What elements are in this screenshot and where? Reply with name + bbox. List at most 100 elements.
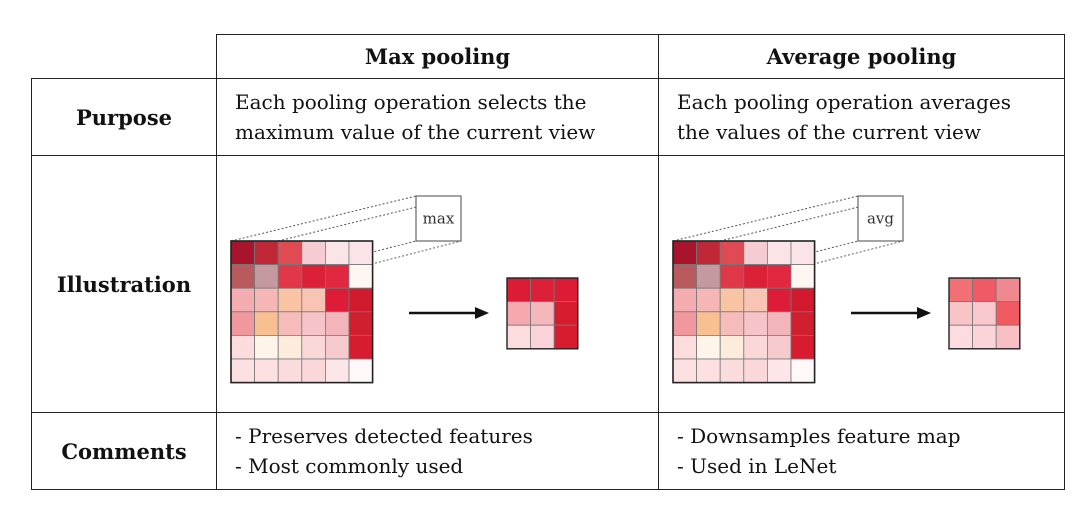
max-input-cell (301, 264, 326, 289)
comments-row: Comments - Preserves detected features -… (31, 412, 1065, 490)
avg-input-cell (672, 334, 698, 360)
max-input-cell (254, 287, 279, 313)
max-projection-line (230, 195, 417, 242)
avg-input-cell (672, 358, 698, 384)
max-input-cell (230, 287, 256, 313)
avg-input-cell (743, 358, 768, 384)
avg-input-cell (767, 240, 792, 266)
illustration-max-cell: max (216, 155, 659, 413)
avg-output-cell (948, 324, 974, 350)
max-input-cell (230, 334, 256, 360)
avg-input-cell (743, 334, 768, 360)
max-input-cell (277, 240, 303, 266)
max-input-cell (348, 240, 374, 266)
max-input-cell (277, 358, 303, 384)
avg-input-grid (672, 240, 816, 384)
avg-input-cell (767, 287, 792, 313)
avg-output-grid (948, 277, 1021, 350)
max-output-grid (506, 277, 579, 350)
avg-input-cell (767, 311, 792, 336)
avg-output-cell (995, 324, 1021, 350)
max-input-cell (301, 311, 326, 336)
max-input-cell (254, 334, 279, 360)
max-input-cell (254, 311, 279, 336)
max-input-cell (348, 334, 374, 360)
max-output-cell (530, 301, 555, 326)
purpose-avg-line-1: Each pooling operation averages (677, 90, 1012, 114)
avg-operation-label: avg (867, 210, 894, 228)
purpose-max-cell: Each pooling operation selects the maxim… (216, 78, 659, 156)
avg-output-cell (995, 301, 1021, 326)
max-output-cell (506, 277, 532, 303)
avg-input-border (672, 240, 816, 384)
max-input-cell (301, 358, 326, 384)
avg-input-cell (719, 311, 745, 336)
max-output-cell (506, 324, 532, 350)
header-row: Max pooling Average pooling (31, 34, 1065, 79)
column-header-max-pooling: Max pooling (216, 34, 659, 79)
avg-input-cell (696, 358, 721, 384)
purpose-avg-line-2: the values of the current view (677, 120, 981, 144)
column-header-average-pooling: Average pooling (658, 34, 1065, 79)
avg-input-cell (696, 264, 721, 289)
max-input-cell (301, 240, 326, 266)
max-input-cell (230, 358, 256, 384)
avg-output-cell (972, 277, 997, 303)
max-operation-box (415, 195, 462, 242)
max-input-cell (325, 311, 350, 336)
avg-input-cell (767, 358, 792, 384)
avg-operation-box (857, 195, 904, 242)
avg-arrow-head (917, 307, 931, 319)
max-projection-line (278, 240, 462, 289)
avg-input-cell (672, 264, 698, 289)
max-input-cell (301, 334, 326, 360)
comparison-table: Max pooling Average pooling Purpose Each… (31, 34, 1065, 490)
average-pooling-diagram: avg (672, 195, 1021, 384)
avg-input-cell (743, 311, 768, 336)
max-input-cell (230, 264, 256, 289)
purpose-row: Purpose Each pooling operation selects t… (31, 78, 1065, 156)
avg-output-cell (948, 301, 974, 326)
max-operation-label: max (423, 210, 455, 228)
max-input-cell (325, 264, 350, 289)
max-input-cell (348, 358, 374, 384)
avg-input-cell (767, 334, 792, 360)
avg-input-cell (790, 334, 816, 360)
max-input-cell (325, 334, 350, 360)
max-input-cell (325, 358, 350, 384)
avg-input-cell (719, 358, 745, 384)
avg-input-cell (743, 240, 768, 266)
avg-input-cell (743, 287, 768, 313)
max-output-cell (553, 277, 579, 303)
max-input-cell (277, 311, 303, 336)
avg-input-cell (696, 240, 721, 266)
max-input-cell (230, 240, 256, 266)
purpose-max-line-1: Each pooling operation selects the (235, 90, 587, 114)
max-output-cell (553, 301, 579, 326)
avg-input-cell (672, 287, 698, 313)
max-input-cell (277, 287, 303, 313)
comments-max-line-1: - Preserves detected features (235, 424, 533, 448)
avg-input-cell (790, 287, 816, 313)
max-arrow-head (475, 307, 489, 319)
avg-input-cell (719, 264, 745, 289)
max-input-cell (230, 311, 256, 336)
row-header-purpose: Purpose (31, 78, 217, 156)
max-input-cell (301, 287, 326, 313)
max-input-cell (325, 287, 350, 313)
max-input-cell (348, 287, 374, 313)
avg-output-border (948, 277, 1021, 350)
avg-output-cell (995, 277, 1021, 303)
avg-input-cell (719, 287, 745, 313)
max-output-cell (553, 324, 579, 350)
avg-input-cell (790, 311, 816, 336)
avg-input-cell (767, 264, 792, 289)
comments-max-line-2: - Most commonly used (235, 454, 464, 478)
avg-projection-line (720, 240, 904, 289)
avg-input-cell (719, 334, 745, 360)
avg-input-cell (696, 311, 721, 336)
avg-input-cell (790, 358, 816, 384)
purpose-max-line-2: maximum value of the current view (235, 120, 596, 144)
avg-output-cell (972, 301, 997, 326)
avg-input-cell (672, 311, 698, 336)
